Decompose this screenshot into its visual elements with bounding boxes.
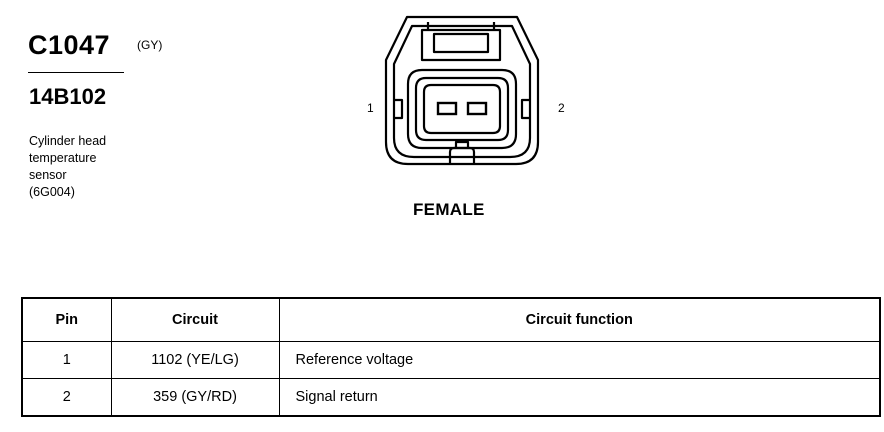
circuit-function-cell: Reference voltage [278,341,881,379]
connector-gender-label: FEMALE [413,200,485,219]
connector-latch [420,28,502,62]
pinout-table: Pin Circuit Circuit function 1 1102 (YE/… [21,297,881,417]
pin-1-label: 1 [367,101,374,115]
description-line: sensor [29,168,67,182]
description-line: (6G004) [29,185,75,199]
circuit-cell: 1102 (YE/LG) [110,341,280,379]
circuit-cell: 359 (GY/RD) [110,378,280,417]
connector-inner-shell [392,24,532,159]
part-number: 14B102 [29,84,107,109]
connector-outer-shell [384,15,540,166]
description-line: temperature [29,151,97,165]
column-header-pin: Pin [21,297,112,342]
pin-cell: 1 [21,341,112,379]
connector-seal [406,68,518,150]
table-row: 2 359 (GY/RD) Signal return [21,378,881,417]
column-header-circuit-function: Circuit function [278,297,881,342]
connector-id: C1047 [28,30,111,60]
connector-key [448,146,476,164]
pin-2-label: 2 [558,101,565,115]
pin-1-terminal [436,101,458,116]
pin-2-terminal [466,101,488,116]
description-line: Cylinder head [29,134,107,148]
component-description: Cylinder head temperature sensor (6G004) [29,133,106,201]
pin-cell: 2 [21,378,112,417]
column-header-circuit: Circuit [110,297,280,342]
connector-color-code: (GY) [137,38,163,52]
table-row: 1 1102 (YE/LG) Reference voltage [21,341,881,379]
table-header-row: Pin Circuit Circuit function [21,297,881,342]
connector-face-drawing [384,15,540,166]
circuit-function-cell: Signal return [278,378,881,417]
title-underline [28,72,124,73]
